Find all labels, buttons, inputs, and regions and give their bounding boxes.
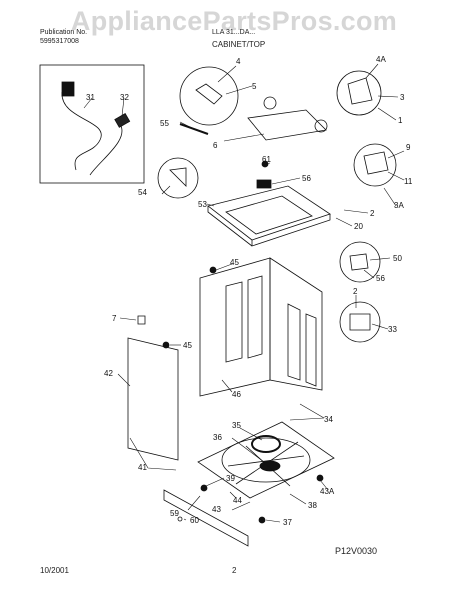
- cabinet-left-wall: [199, 257, 271, 397]
- drawing-code: P12V0030: [335, 546, 378, 556]
- foot-39: [200, 484, 208, 492]
- foot-43A: [316, 474, 324, 482]
- power-cord: [61, 91, 102, 171]
- label-44: 44: [233, 496, 242, 505]
- label-59: 59: [170, 509, 179, 518]
- detail-pointer-a: [263, 96, 277, 110]
- label-38: 38: [308, 501, 317, 510]
- label-32: 32: [120, 93, 129, 102]
- label-7: 7: [112, 314, 117, 323]
- label-4: 4: [236, 57, 241, 66]
- label-4A: 4A: [376, 55, 386, 64]
- label-53: 53: [198, 200, 207, 209]
- label-34: 34: [324, 415, 333, 424]
- lid-panel: [247, 109, 327, 141]
- gasket-35: [251, 435, 281, 453]
- base-ribs: [227, 441, 305, 487]
- cabinet-rib-4: [305, 313, 317, 387]
- label-56b: 56: [376, 274, 385, 283]
- cabinet-rib-1: [225, 281, 243, 363]
- top-cover-edge-left: [207, 206, 253, 247]
- pump-plate: [221, 437, 311, 483]
- label-37: 37: [283, 518, 292, 527]
- label-9: 9: [406, 143, 411, 152]
- label-11: 11: [404, 177, 413, 186]
- publication-number: 5995317008: [40, 38, 79, 45]
- label-2a: 2: [370, 209, 375, 218]
- watermark: AppliancePartsPros.com: [70, 6, 398, 36]
- label-6: 6: [213, 141, 218, 150]
- label-43A: 43A: [320, 487, 335, 496]
- label-5: 5: [252, 82, 257, 91]
- screw-61: [261, 160, 269, 168]
- terminal-block: [114, 112, 131, 128]
- cabinet-back-wall: [269, 257, 323, 391]
- label-54: 54: [138, 188, 147, 197]
- label-20: 20: [354, 222, 363, 231]
- label-61: 61: [262, 155, 271, 164]
- switch-part: [363, 151, 389, 175]
- section-title: CABINET/TOP: [212, 40, 266, 49]
- part-50-body: [349, 253, 369, 271]
- cabinet-rib-3: [287, 303, 301, 381]
- label-45a: 45: [230, 258, 239, 267]
- label-55: 55: [160, 119, 169, 128]
- part-33-body: [349, 313, 371, 331]
- cord-lead: [89, 123, 123, 176]
- detail-circle-33: [339, 301, 381, 343]
- label-56a: 56: [302, 174, 311, 183]
- detail-pointer-b: [314, 119, 328, 133]
- label-45b: 45: [183, 341, 192, 350]
- screw-60: [177, 516, 183, 522]
- leader-lines: [83, 63, 405, 523]
- label-3A: 3A: [394, 201, 404, 210]
- label-36: 36: [213, 433, 222, 442]
- label-50: 50: [393, 254, 402, 263]
- screw-45a: [209, 266, 217, 274]
- screw-45b: [162, 341, 170, 349]
- label-46: 46: [232, 390, 241, 399]
- part-54-body: [169, 167, 187, 187]
- front-panel: [127, 337, 179, 461]
- label-41: 41: [138, 463, 147, 472]
- kick-plate: [163, 489, 249, 547]
- spring-55: [179, 123, 209, 135]
- label-31: 31: [86, 93, 95, 102]
- label-42: 42: [104, 369, 113, 378]
- page-number: 2: [232, 566, 237, 575]
- foot-37: [258, 516, 266, 524]
- lid-switch-part: [195, 83, 223, 105]
- label-35: 35: [232, 421, 241, 430]
- switch-56: [256, 179, 272, 189]
- label-3: 3: [400, 93, 405, 102]
- detail-circle-hinge: [336, 70, 382, 116]
- top-cover-opening: [225, 195, 313, 235]
- cabinet-rib-2: [247, 275, 263, 359]
- label-43: 43: [212, 505, 221, 514]
- clip-7: [137, 315, 146, 325]
- top-cover: [207, 185, 331, 241]
- top-cover-edge: [251, 214, 331, 247]
- model-number: LLA 31...DA...: [212, 29, 256, 36]
- detail-circle-lid-switch: [179, 66, 239, 126]
- footer-date: 10/2001: [40, 566, 69, 575]
- label-60: 60: [190, 516, 199, 525]
- detail-circle-50: [339, 241, 381, 283]
- detail-circle-54: [157, 157, 199, 199]
- label-2b: 2: [353, 287, 358, 296]
- label-1: 1: [398, 116, 403, 125]
- plug-icon: [61, 81, 75, 97]
- power-cord-box: [39, 64, 145, 184]
- detail-circle-switch: [353, 143, 397, 187]
- label-33: 33: [388, 325, 397, 334]
- label-39: 39: [226, 474, 235, 483]
- hinge-part: [347, 77, 373, 105]
- publication-label: Publication No.: [40, 29, 88, 36]
